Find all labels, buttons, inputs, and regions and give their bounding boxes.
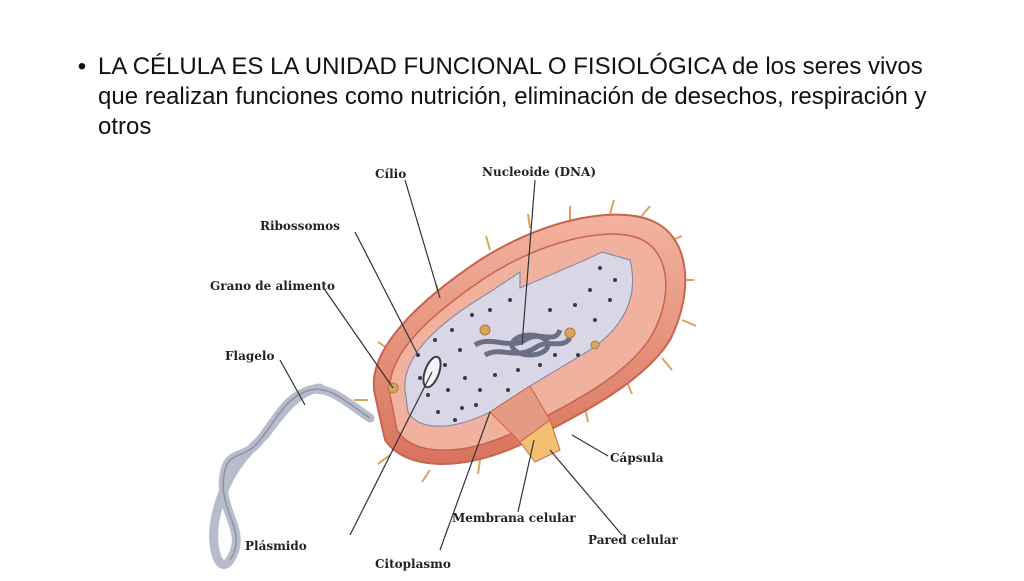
flagellum [209, 383, 375, 569]
label-cilio: Cílio [375, 167, 406, 181]
food-granules [387, 324, 600, 394]
ribosomes [416, 266, 617, 422]
bullet-item: • LA CÉLULA ES LA UNIDAD FUNCIONAL O FIS… [72, 52, 952, 142]
label-membrana-celular: Membrana celular [452, 511, 576, 525]
label-flagelo: Flagelo [225, 349, 274, 363]
label-pared-celular: Pared celular [588, 533, 679, 547]
label-ribossomos: Ribossomos [260, 219, 340, 233]
leader-lines [279, 179, 623, 551]
label-grano-alimento: Grano de alimento [210, 279, 335, 293]
bullet-dot: • [77, 53, 87, 80]
label-capsula: Cápsula [610, 451, 664, 465]
bullet-text: LA CÉLULA ES LA UNIDAD FUNCIONAL O FISIO… [98, 53, 927, 140]
label-nucleoide: Nucleoide (DNA) [482, 165, 596, 179]
diagram-svg: Cílio Nucleoide (DNA) Ribossomos Grano d… [209, 165, 697, 571]
label-plasmido: Plásmido [245, 539, 307, 553]
label-citoplasmo: Citoplasmo [375, 557, 451, 571]
bacterial-cell-diagram: Cílio Nucleoide (DNA) Ribossomos Grano d… [190, 150, 710, 576]
nucleoid-dna [473, 328, 573, 358]
